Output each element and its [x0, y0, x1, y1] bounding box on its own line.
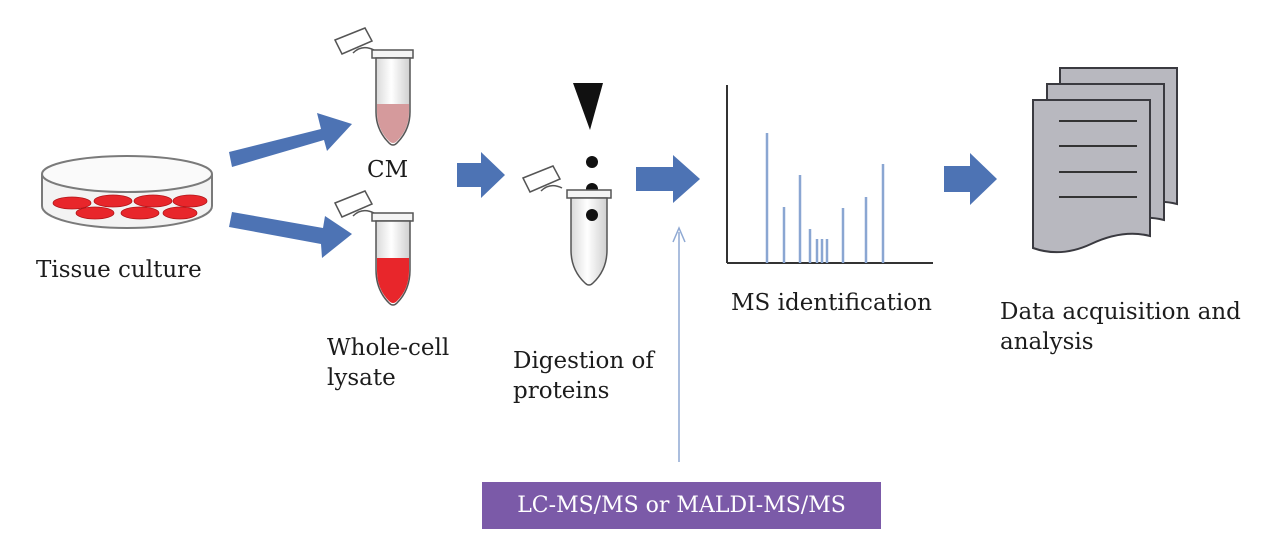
method-input-arrow [672, 226, 686, 462]
cm-tube-icon [333, 27, 414, 146]
whole-cell-label-line1: Whole-cell [327, 335, 450, 361]
method-box: LC-MS/MS or MALDI-MS/MS [482, 482, 881, 529]
data-acquisition-label-line1: Data acquisition and [1000, 299, 1241, 325]
tissue-culture-label: Tissue culture [36, 257, 202, 283]
cm-label: CM [367, 157, 409, 183]
arrow-to-lysate [229, 212, 352, 258]
spectrum-peaks [765, 133, 885, 263]
enzyme-marker [573, 83, 603, 130]
ms-spectrum-chart [726, 85, 933, 264]
cell-colony-marks [52, 194, 208, 220]
digestion-tube-icon [521, 83, 612, 286]
whole-cell-label-line2: lysate [327, 365, 396, 391]
petri-dish-icon [41, 155, 213, 229]
arrow-to-cm [229, 113, 352, 167]
arrow-to-ms [636, 155, 700, 203]
lysate-tube-icon [333, 190, 414, 306]
data-acquisition-label-line2: analysis [1000, 329, 1094, 355]
method-box-label: LC-MS/MS or MALDI-MS/MS [517, 493, 846, 518]
arrow-to-digestion [457, 152, 505, 198]
digestion-label-line1: Digestion of [513, 348, 654, 374]
digestion-label-line2: proteins [513, 378, 610, 404]
arrow-to-data [944, 153, 997, 205]
ms-identification-label: MS identification [731, 290, 932, 316]
document-stack-icon [1032, 67, 1178, 254]
